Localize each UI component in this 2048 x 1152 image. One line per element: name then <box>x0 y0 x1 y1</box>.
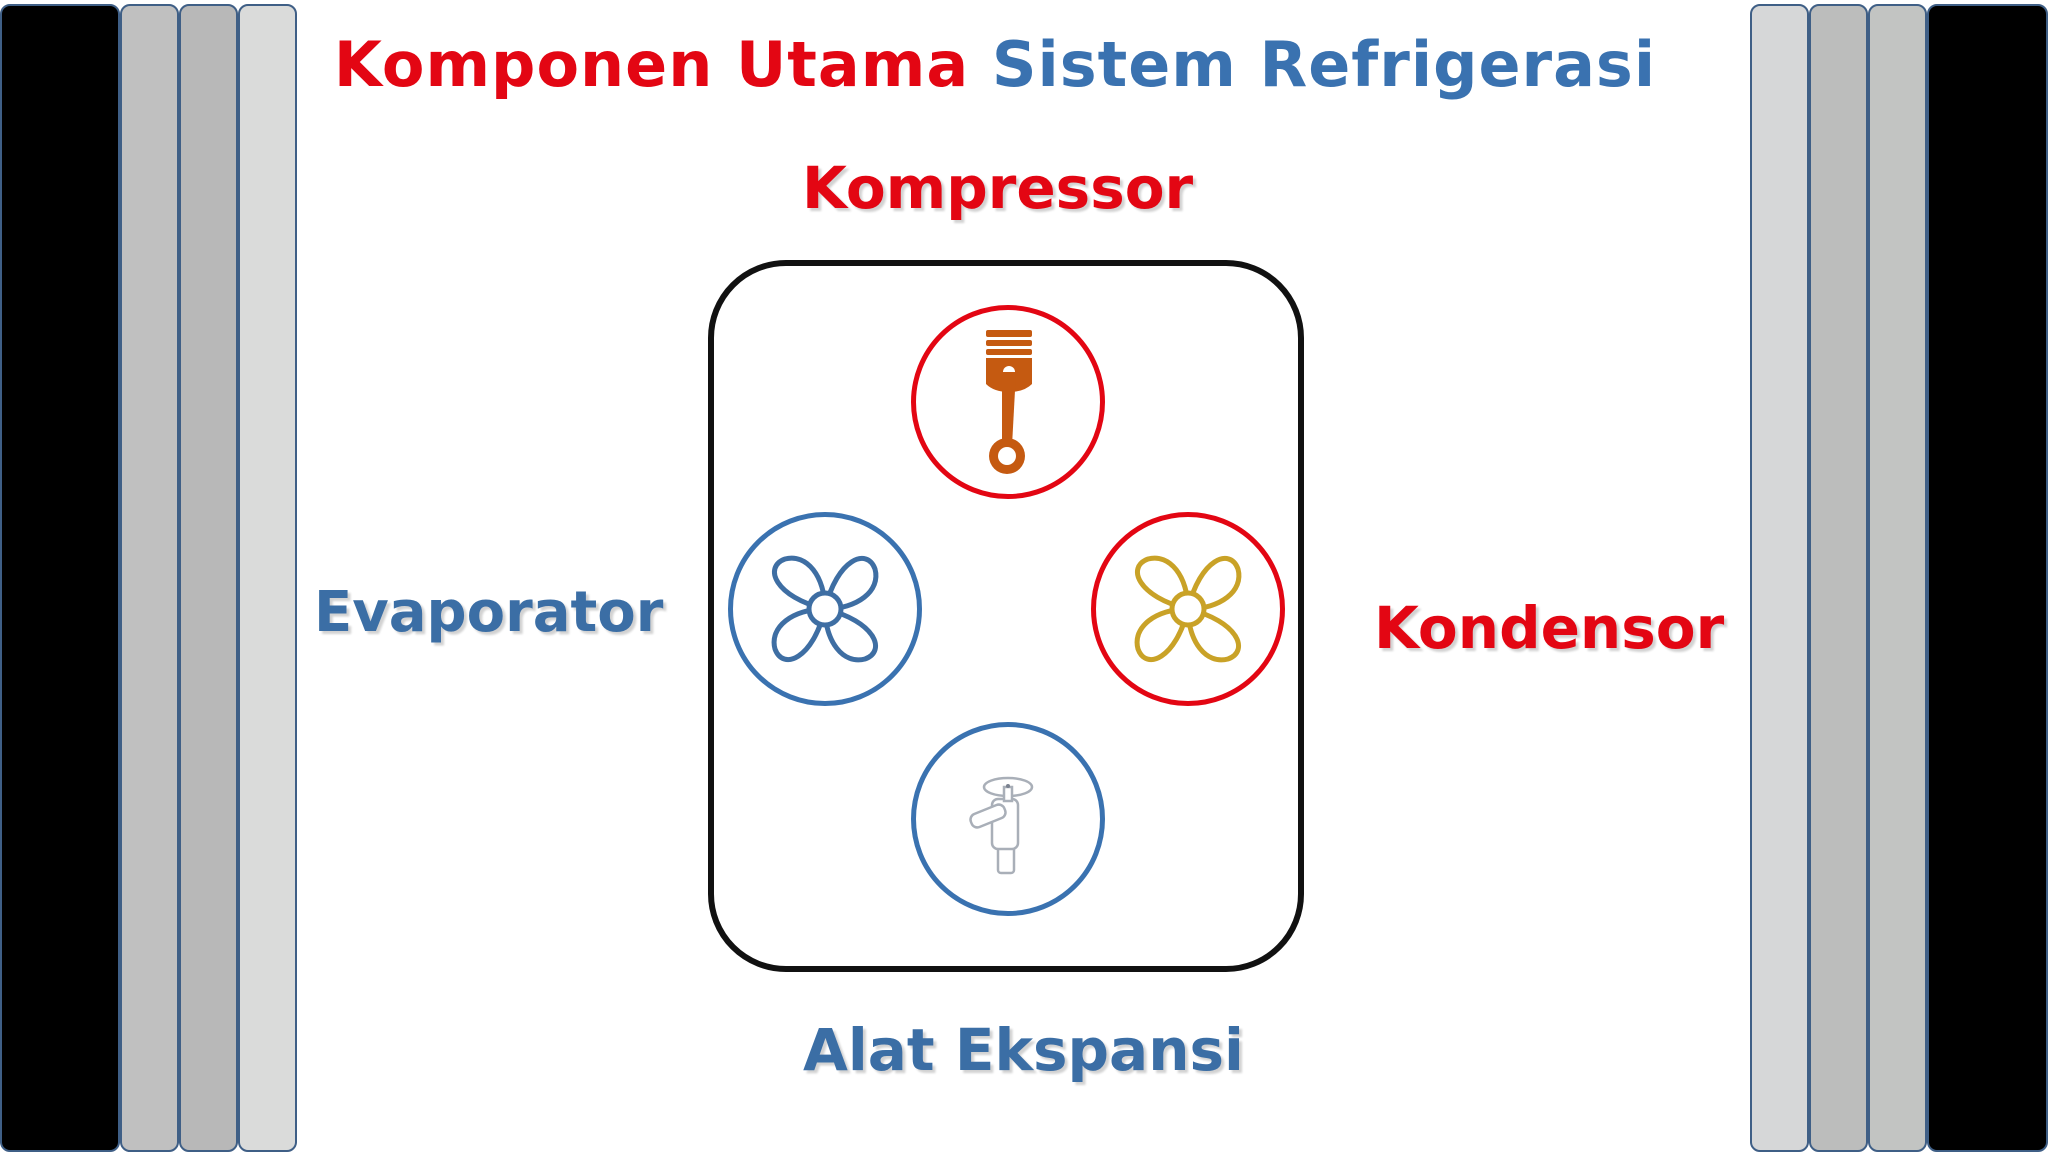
side-bar-right-4 <box>1927 4 2048 1152</box>
valve-icon <box>969 776 1034 875</box>
label-expansion: Alat Ekspansi <box>803 1016 1244 1084</box>
node-expansion <box>911 722 1105 916</box>
page-title: Komponen Utama Sistem Refrigerasi <box>0 28 1990 101</box>
label-condenser: Kondensor <box>1374 594 1725 662</box>
node-condenser <box>1091 512 1285 706</box>
side-bar-left-3 <box>179 4 238 1152</box>
node-evaporator <box>728 512 922 706</box>
label-evaporator: Evaporator <box>314 580 664 645</box>
fan-icon <box>771 555 879 663</box>
side-bar-left-4 <box>238 4 297 1152</box>
side-bar-left-1 <box>0 4 120 1152</box>
label-compressor: Kompressor <box>802 154 1194 222</box>
title-part-main: Komponen Utama <box>333 28 970 101</box>
fan-icon <box>1134 555 1242 663</box>
piston-icon <box>986 330 1032 474</box>
side-bar-right-2 <box>1809 4 1868 1152</box>
node-compressor <box>911 305 1105 499</box>
title-part-sub: Sistem Refrigerasi <box>991 28 1657 101</box>
side-bar-right-3 <box>1868 4 1927 1152</box>
side-bar-right-1 <box>1750 4 1809 1152</box>
side-bar-left-2 <box>120 4 179 1152</box>
